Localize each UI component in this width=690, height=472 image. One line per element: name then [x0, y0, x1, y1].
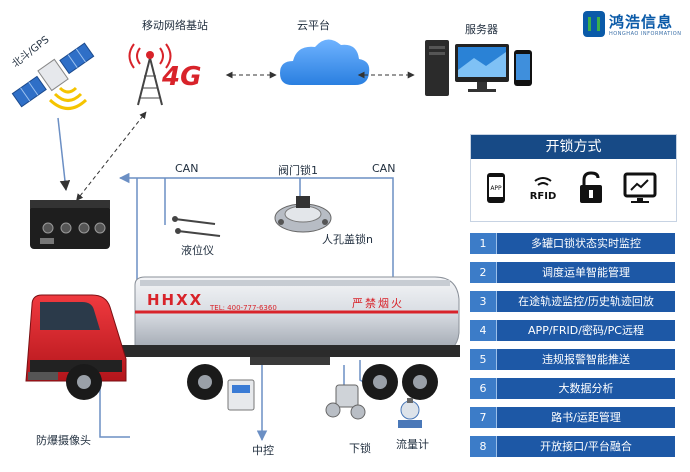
- unlock-methods-panel: 开锁方式 APP RFID: [470, 134, 677, 222]
- feature-item: 3 在途轨迹监控/历史轨迹回放: [470, 291, 675, 312]
- central-controller-icon: [227, 379, 255, 411]
- rfid-icon: RFID: [530, 177, 557, 202]
- cloud-label: 云平台: [297, 19, 330, 32]
- network-4g-label: 4G: [162, 62, 202, 92]
- cloud-icon: [280, 39, 370, 85]
- feature-item: 6 大数据分析: [470, 378, 675, 399]
- unlock-icons: APP RFID: [487, 171, 657, 203]
- feature-item: 1 多罐口锁状态实时监控: [470, 233, 675, 254]
- level-gauge-icon: [172, 216, 221, 237]
- phone-app-icon: APP: [487, 173, 505, 203]
- bottom-lock-label: 下锁: [349, 442, 371, 455]
- logo-mark-icon: [583, 11, 605, 37]
- signal-waves-icon: [48, 86, 88, 110]
- camera-label: 防爆摄像头: [36, 434, 91, 447]
- manhole-lock-label: 人孔盖锁n: [322, 233, 373, 246]
- feature-item: 2 调度运单智能管理: [470, 262, 675, 283]
- feature-number: 2: [470, 262, 497, 283]
- server-label: 服务器: [465, 23, 498, 36]
- feature-number: 4: [470, 320, 497, 341]
- feature-number: 7: [470, 407, 497, 428]
- feature-item: 5 违规报警智能推送: [470, 349, 675, 370]
- feature-text: 在途轨迹监控/历史轨迹回放: [518, 295, 654, 308]
- feature-number: 3: [470, 291, 497, 312]
- can-left-label: CAN: [175, 162, 199, 175]
- padlock-icon: [580, 171, 602, 203]
- truck-brand: HHXX: [147, 291, 204, 309]
- app-icon-text: APP: [490, 185, 502, 192]
- feature-text: 开放接口/平台融合: [540, 440, 632, 453]
- feature-item: 7 路书/运距管理: [470, 407, 675, 428]
- feature-item: 8 开放接口/平台融合: [470, 436, 675, 457]
- unlock-title: 开锁方式: [471, 135, 676, 159]
- feature-number: 5: [470, 349, 497, 370]
- can-bus-line: [118, 172, 394, 280]
- company-logo: 鸿浩信息 HONGHAO INFORMATION: [583, 9, 683, 45]
- feature-text: 大数据分析: [558, 382, 614, 395]
- valve-lock-label: 阀门锁1: [278, 164, 318, 177]
- flowmeter-icon: [398, 398, 422, 428]
- mobile-station-label: 移动网络基站: [142, 19, 208, 32]
- central-control-label: 中控: [252, 444, 274, 457]
- feature-number: 6: [470, 378, 497, 399]
- server-icon: [425, 40, 532, 96]
- feature-number: 8: [470, 436, 497, 457]
- logo-subtitle: HONGHAO INFORMATION: [609, 31, 682, 37]
- truck-warning: 严禁烟火: [352, 297, 404, 310]
- feature-text: 多罐口锁状态实时监控: [531, 237, 641, 250]
- flowmeter-label: 流量计: [396, 438, 429, 451]
- can-right-label: CAN: [372, 162, 396, 175]
- tanker-truck: [25, 276, 460, 400]
- feature-text: 调度运单智能管理: [542, 266, 630, 279]
- bottom-lock-icon: [325, 384, 366, 420]
- feature-text: 违规报警智能推送: [542, 353, 630, 366]
- truck-phone: TEL: 400-777-6360: [210, 304, 277, 312]
- link-gps-terminal: [57, 117, 71, 192]
- manhole-lock-icon: [274, 196, 332, 233]
- logo-name: 鸿浩信息: [609, 13, 674, 31]
- link-terminal-station: [76, 111, 147, 201]
- feature-text: 路书/运距管理: [551, 411, 621, 424]
- satellite-icon: [11, 42, 95, 108]
- feature-text: APP/FRID/密码/PC远程: [528, 324, 644, 337]
- rfid-icon-text: RFID: [530, 191, 557, 202]
- level-gauge-label: 液位仪: [181, 244, 214, 257]
- pc-monitor-icon: [623, 172, 657, 203]
- feature-number: 1: [470, 233, 497, 254]
- feature-item: 4 APP/FRID/密码/PC远程: [470, 320, 675, 341]
- base-station-icon: [128, 43, 172, 106]
- vehicle-terminal-icon: [30, 200, 110, 249]
